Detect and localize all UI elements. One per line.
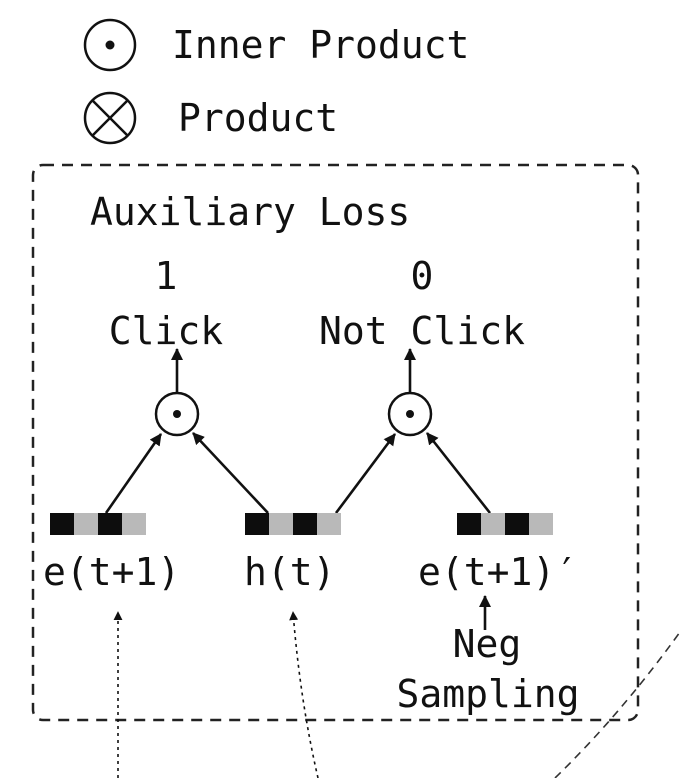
product-icon xyxy=(83,91,137,145)
h-t-input-dotted-arrow xyxy=(289,611,319,778)
vector-e-t1-neg xyxy=(457,513,553,535)
vector-h-t xyxy=(245,513,341,535)
neg-sampling-line2: Sampling xyxy=(396,672,579,716)
e-t1-to-left-node-arrow xyxy=(104,433,163,514)
e-t1-neg-to-right-node-arrow xyxy=(425,432,492,514)
h-t-to-right-node-arrow xyxy=(334,433,397,514)
legend: Inner Product Product xyxy=(83,18,469,145)
outer-dashed-connector xyxy=(554,631,680,778)
h-t-label: h(t) xyxy=(244,550,336,594)
auxiliary-loss-box xyxy=(31,163,640,722)
product-legend-label: Product xyxy=(178,96,338,140)
inner-product-icon xyxy=(83,18,137,72)
click-label: Click xyxy=(109,309,224,353)
e-t1-neg-label: e(t+1)′ xyxy=(418,550,578,594)
neg-sampling-line1: Neg xyxy=(453,622,522,666)
click-value: 1 xyxy=(155,254,178,298)
vector-e-t1 xyxy=(50,513,146,535)
h-t-to-left-node-arrow xyxy=(192,432,269,514)
auxiliary-loss-title: Auxiliary Loss xyxy=(90,190,410,234)
inner-product-legend-label: Inner Product xyxy=(172,23,469,67)
inner-product-node-left xyxy=(154,391,200,437)
notclick-value: 0 xyxy=(411,254,434,298)
notclick-label: Not Click xyxy=(319,309,525,353)
e-t1-label: e(t+1) xyxy=(43,550,180,594)
inner-product-node-right xyxy=(387,391,433,437)
